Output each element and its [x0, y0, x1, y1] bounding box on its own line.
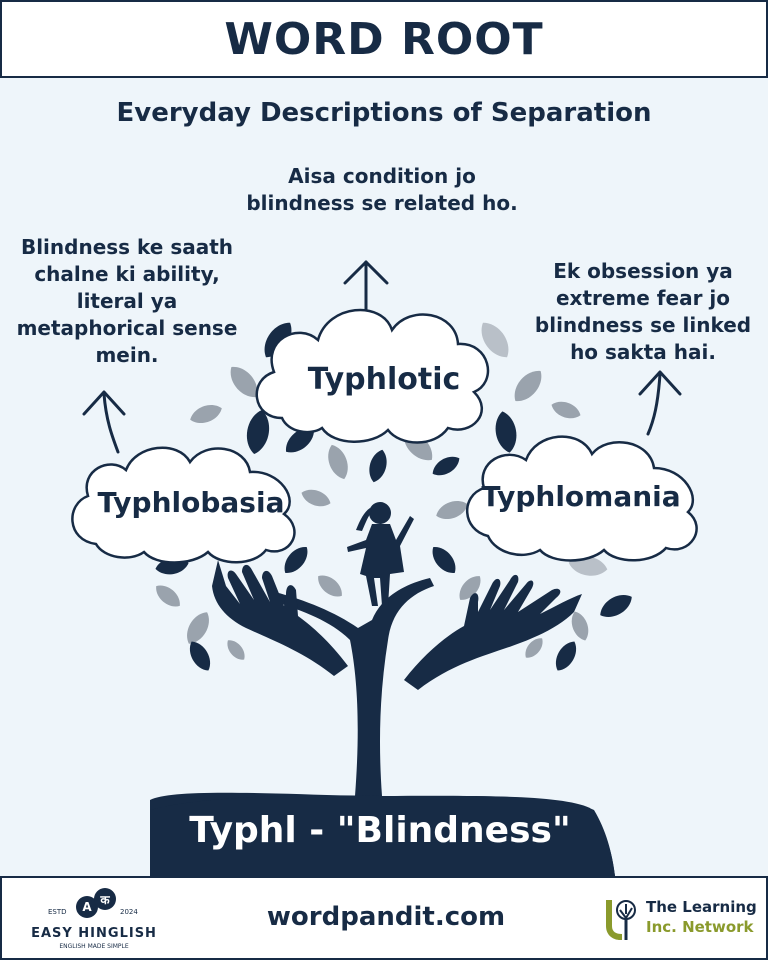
- logo-estd: ESTD: [48, 908, 67, 916]
- root-mound: [150, 795, 615, 876]
- cloud-icon-center: [255, 308, 490, 444]
- brand-name: EASY HINGLISH: [31, 926, 157, 941]
- page-title: WORD ROOT: [224, 13, 544, 65]
- brand-tagline: ENGLISH MADE SIMPLE: [59, 943, 129, 950]
- child-silhouette-icon: [347, 502, 414, 606]
- term-typhlotic: Typhlotic: [307, 362, 461, 397]
- hand-icon-left: [212, 560, 348, 676]
- term-typhlomania: Typhlomania: [481, 480, 681, 513]
- arrow-up-icon-right: [638, 370, 682, 436]
- term-typhlobasia: Typhlobasia: [97, 486, 285, 519]
- cloud-icon-right: [466, 435, 698, 562]
- description-typhlobasia: Blindness ke saath chalne ki ability, li…: [16, 235, 238, 367]
- logo-year: 2024: [120, 908, 138, 916]
- description-typhlomania: Ek obsession ya extreme fear jo blindnes…: [534, 259, 752, 364]
- cloud-icon-left: [71, 446, 296, 564]
- network-name-line1: The Learning: [646, 898, 757, 916]
- header-bar: WORD ROOT: [0, 0, 768, 78]
- hand-icon-right: [404, 574, 582, 690]
- easy-hinglish-logo: ESTD A क 2024 EASY HINGLISH ENGLISH MADE…: [26, 886, 166, 956]
- arrow-up-icon-left: [82, 390, 126, 454]
- network-name-line2: Inc. Network: [646, 918, 754, 936]
- learning-network-logo: The Learning Inc. Network: [600, 896, 762, 944]
- arrow-up-icon-center: [343, 260, 389, 312]
- subtitle: Everyday Descriptions of Separation: [116, 98, 652, 128]
- tree-logo-icon: [606, 900, 636, 940]
- logo-glyph-a-icon: A: [76, 896, 98, 918]
- description-typhlotic: Aisa condition jo blindness se related h…: [246, 164, 518, 215]
- root-label: Typhl - "Blindness": [189, 810, 571, 851]
- website-link[interactable]: wordpandit.com: [266, 902, 506, 932]
- footer-bar: ESTD A क 2024 EASY HINGLISH ENGLISH MADE…: [0, 876, 768, 960]
- logo-glyph-ka-icon: क: [94, 888, 116, 910]
